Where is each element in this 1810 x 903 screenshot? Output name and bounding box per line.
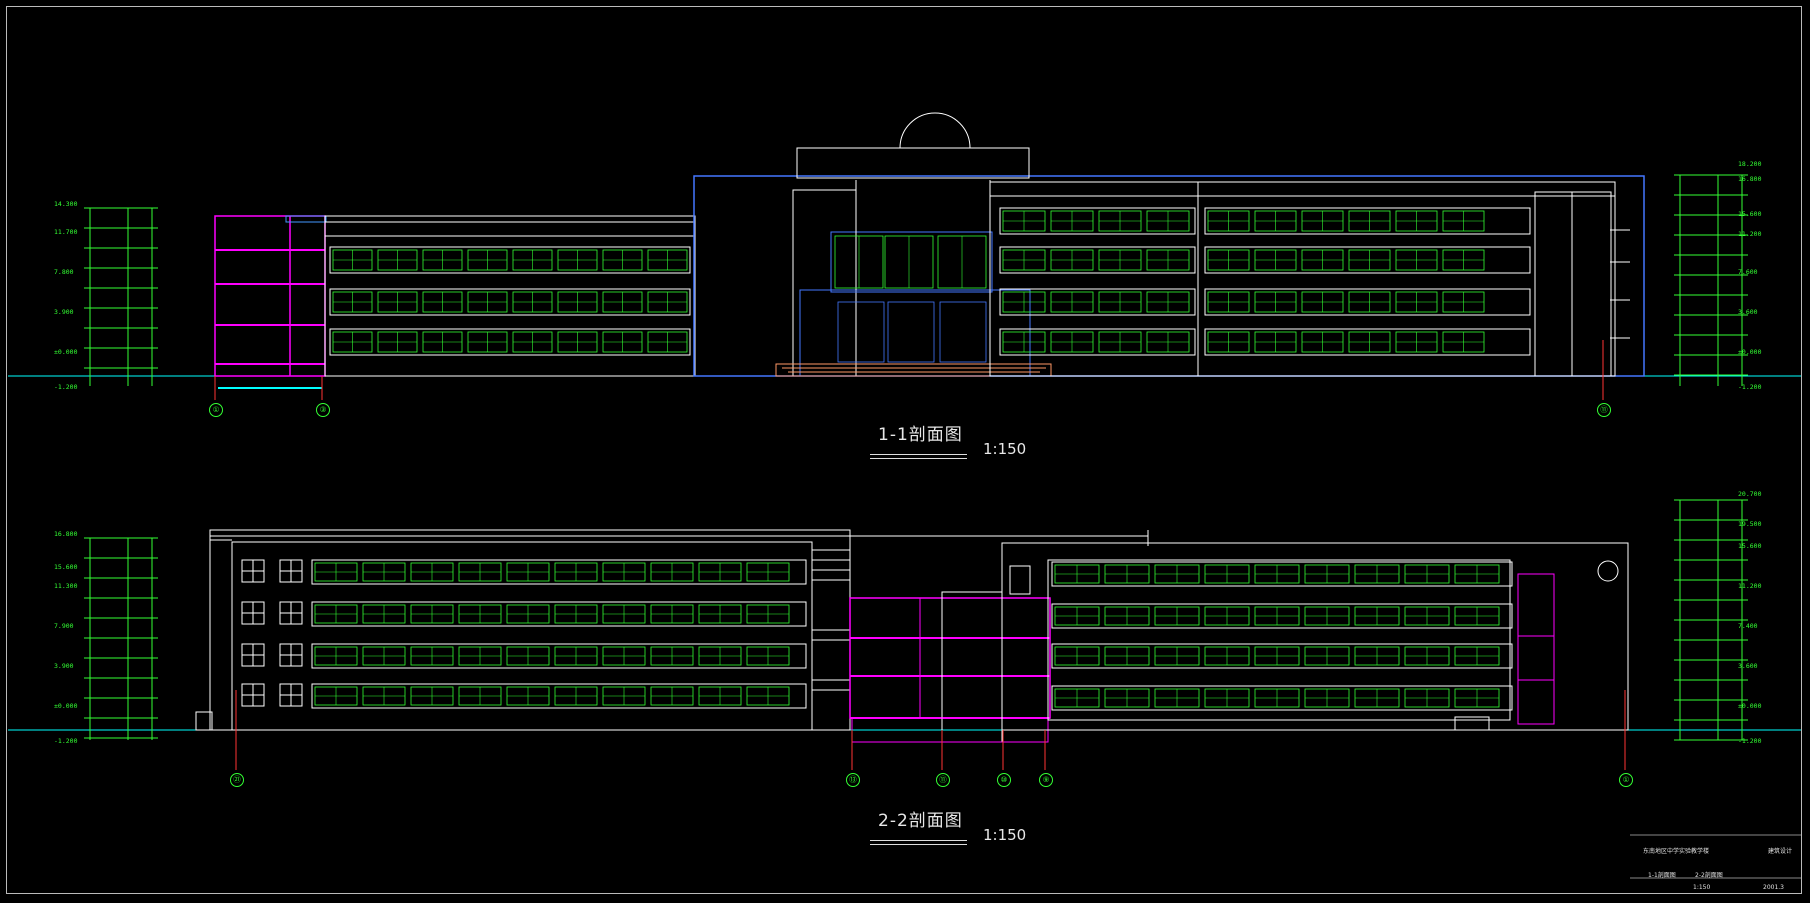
level-label: 11.200 xyxy=(1738,582,1762,590)
axis-marker: ① xyxy=(209,403,223,417)
level-label: ±0.000 xyxy=(54,348,78,356)
level-label: 18.200 xyxy=(1738,160,1762,168)
title-block-item2: 2-2剖面图 xyxy=(1695,872,1723,879)
axis-marker: ⑪ xyxy=(1597,403,1611,417)
level-label: ±0.000 xyxy=(54,702,78,710)
level-label: -1.200 xyxy=(54,383,78,391)
title-block-type: 建筑设计 xyxy=(1768,848,1793,855)
section-title-1: 1-1剖面图 xyxy=(878,425,963,445)
level-label: 11.300 xyxy=(54,582,78,590)
section-1-1-windows xyxy=(329,207,1531,363)
axis-marker: ⑩ xyxy=(997,773,1011,787)
title-block-lines xyxy=(1630,834,1802,879)
level-label: 3.600 xyxy=(1738,662,1758,670)
section-scale-2: 1:150 xyxy=(983,826,1027,844)
dimension-strings xyxy=(84,174,1748,741)
level-label: ±0.000 xyxy=(1738,348,1762,356)
title-underline-1a xyxy=(870,454,967,455)
section-2-2 xyxy=(195,529,1629,770)
axis-marker: ③ xyxy=(316,403,330,417)
level-label: 7.800 xyxy=(54,268,74,276)
level-label: 15.600 xyxy=(54,563,78,571)
level-label: 3.900 xyxy=(54,662,74,670)
level-label: 14.300 xyxy=(54,200,78,208)
level-label: 7.400 xyxy=(1738,622,1758,630)
level-label: ±0.000 xyxy=(1738,702,1762,710)
level-label: 15.600 xyxy=(1738,210,1762,218)
title-block-project: 东南地区中学实验教学楼 xyxy=(1643,848,1710,855)
section-2-2-windows xyxy=(241,559,1513,711)
axis-marker: ⑬ xyxy=(846,773,860,787)
level-label: 20.700 xyxy=(1738,490,1762,498)
section-scale-1: 1:150 xyxy=(983,440,1027,458)
title-block-date: 2001.3 xyxy=(1763,884,1784,891)
level-label: 11.200 xyxy=(1738,230,1762,238)
level-label: 16.800 xyxy=(1738,175,1762,183)
level-label: -1.200 xyxy=(54,737,78,745)
level-label: 7.900 xyxy=(54,622,74,630)
axis-marker: ㉑ xyxy=(230,773,244,787)
title-block-scale: 1:150 xyxy=(1693,884,1711,891)
level-label: 7.600 xyxy=(1738,268,1758,276)
level-label: 15.600 xyxy=(1738,542,1762,550)
title-underline-1b xyxy=(870,458,967,459)
axis-marker: ⑪ xyxy=(936,773,950,787)
level-label: -1.200 xyxy=(1738,737,1762,745)
level-label: 11.700 xyxy=(54,228,78,236)
section-1-1 xyxy=(214,112,1645,400)
axis-marker: ① xyxy=(1619,773,1633,787)
title-block-item1: 1-1剖面图 xyxy=(1648,872,1676,879)
section-title-2: 2-2剖面图 xyxy=(878,811,963,831)
level-label: 3.600 xyxy=(1738,308,1758,316)
title-underline-2a xyxy=(870,840,967,841)
level-label: 3.900 xyxy=(54,308,74,316)
title-underline-2b xyxy=(870,844,967,845)
axis-marker: ⑨ xyxy=(1039,773,1053,787)
level-label: 16.800 xyxy=(54,530,78,538)
level-label: 19.500 xyxy=(1738,520,1762,528)
level-label: -1.200 xyxy=(1738,383,1762,391)
